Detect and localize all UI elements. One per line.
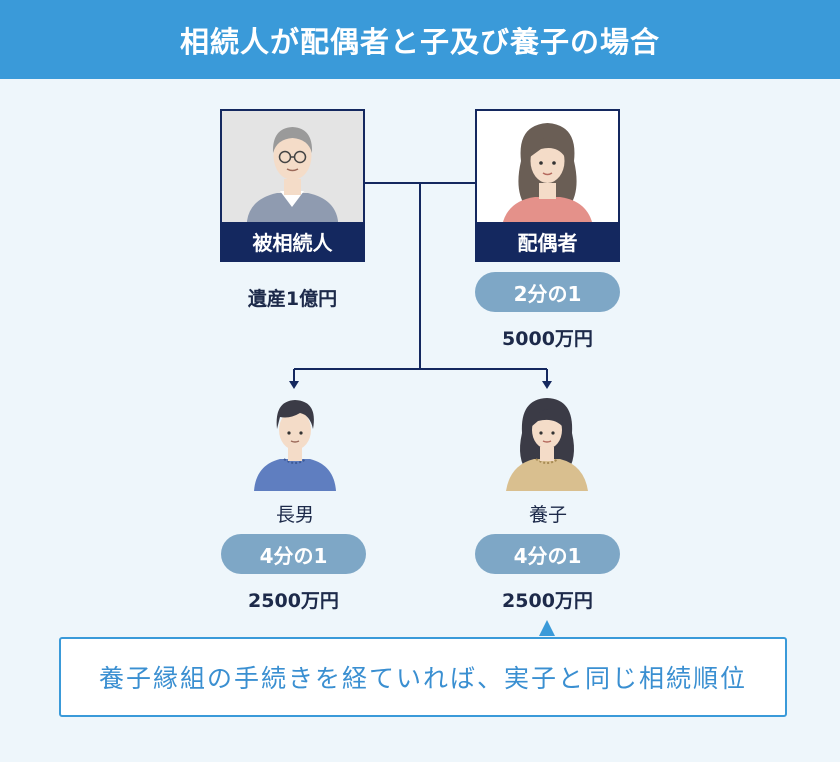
eldest-son-share-badge: 4分の1 — [221, 534, 366, 574]
spouse-label: 配偶者 — [477, 222, 618, 260]
page-title: 相続人が配偶者と子及び養子の場合 — [179, 24, 660, 59]
spouse-share-badge: 2分の1 — [475, 272, 620, 312]
child2-arrow-icon — [542, 381, 552, 389]
header-banner: 相続人が配偶者と子及び養子の場合 — [0, 0, 840, 79]
spouse-amount: 5000万円 — [502, 328, 593, 350]
note-pointer-icon — [539, 620, 555, 636]
decedent-label: 被相続人 — [222, 222, 363, 260]
estate-amount: 遺産1億円 — [247, 288, 338, 310]
young-man-icon — [254, 400, 336, 491]
child1-arrow-icon — [289, 381, 299, 389]
adoption-note-box: 養子縁組の手続きを経ていれば、実子と同じ相続順位 — [59, 637, 787, 717]
adoption-note-text: 養子縁組の手続きを経ていれば、実子と同じ相続順位 — [98, 664, 747, 693]
spouse-portrait: 配偶者 — [475, 109, 620, 262]
eldest-son-figure — [250, 395, 340, 491]
eldest-son-label: 長男 — [275, 504, 314, 526]
adopted-child-figure — [502, 393, 592, 491]
young-woman-icon — [506, 398, 588, 491]
decedent-portrait: 被相続人 — [220, 109, 365, 262]
eldest-son-amount: 2500万円 — [248, 590, 339, 612]
adopted-child-label: 養子 — [528, 504, 567, 526]
adopted-child-amount: 2500万円 — [502, 590, 593, 612]
adopted-child-share-badge: 4分の1 — [475, 534, 620, 574]
